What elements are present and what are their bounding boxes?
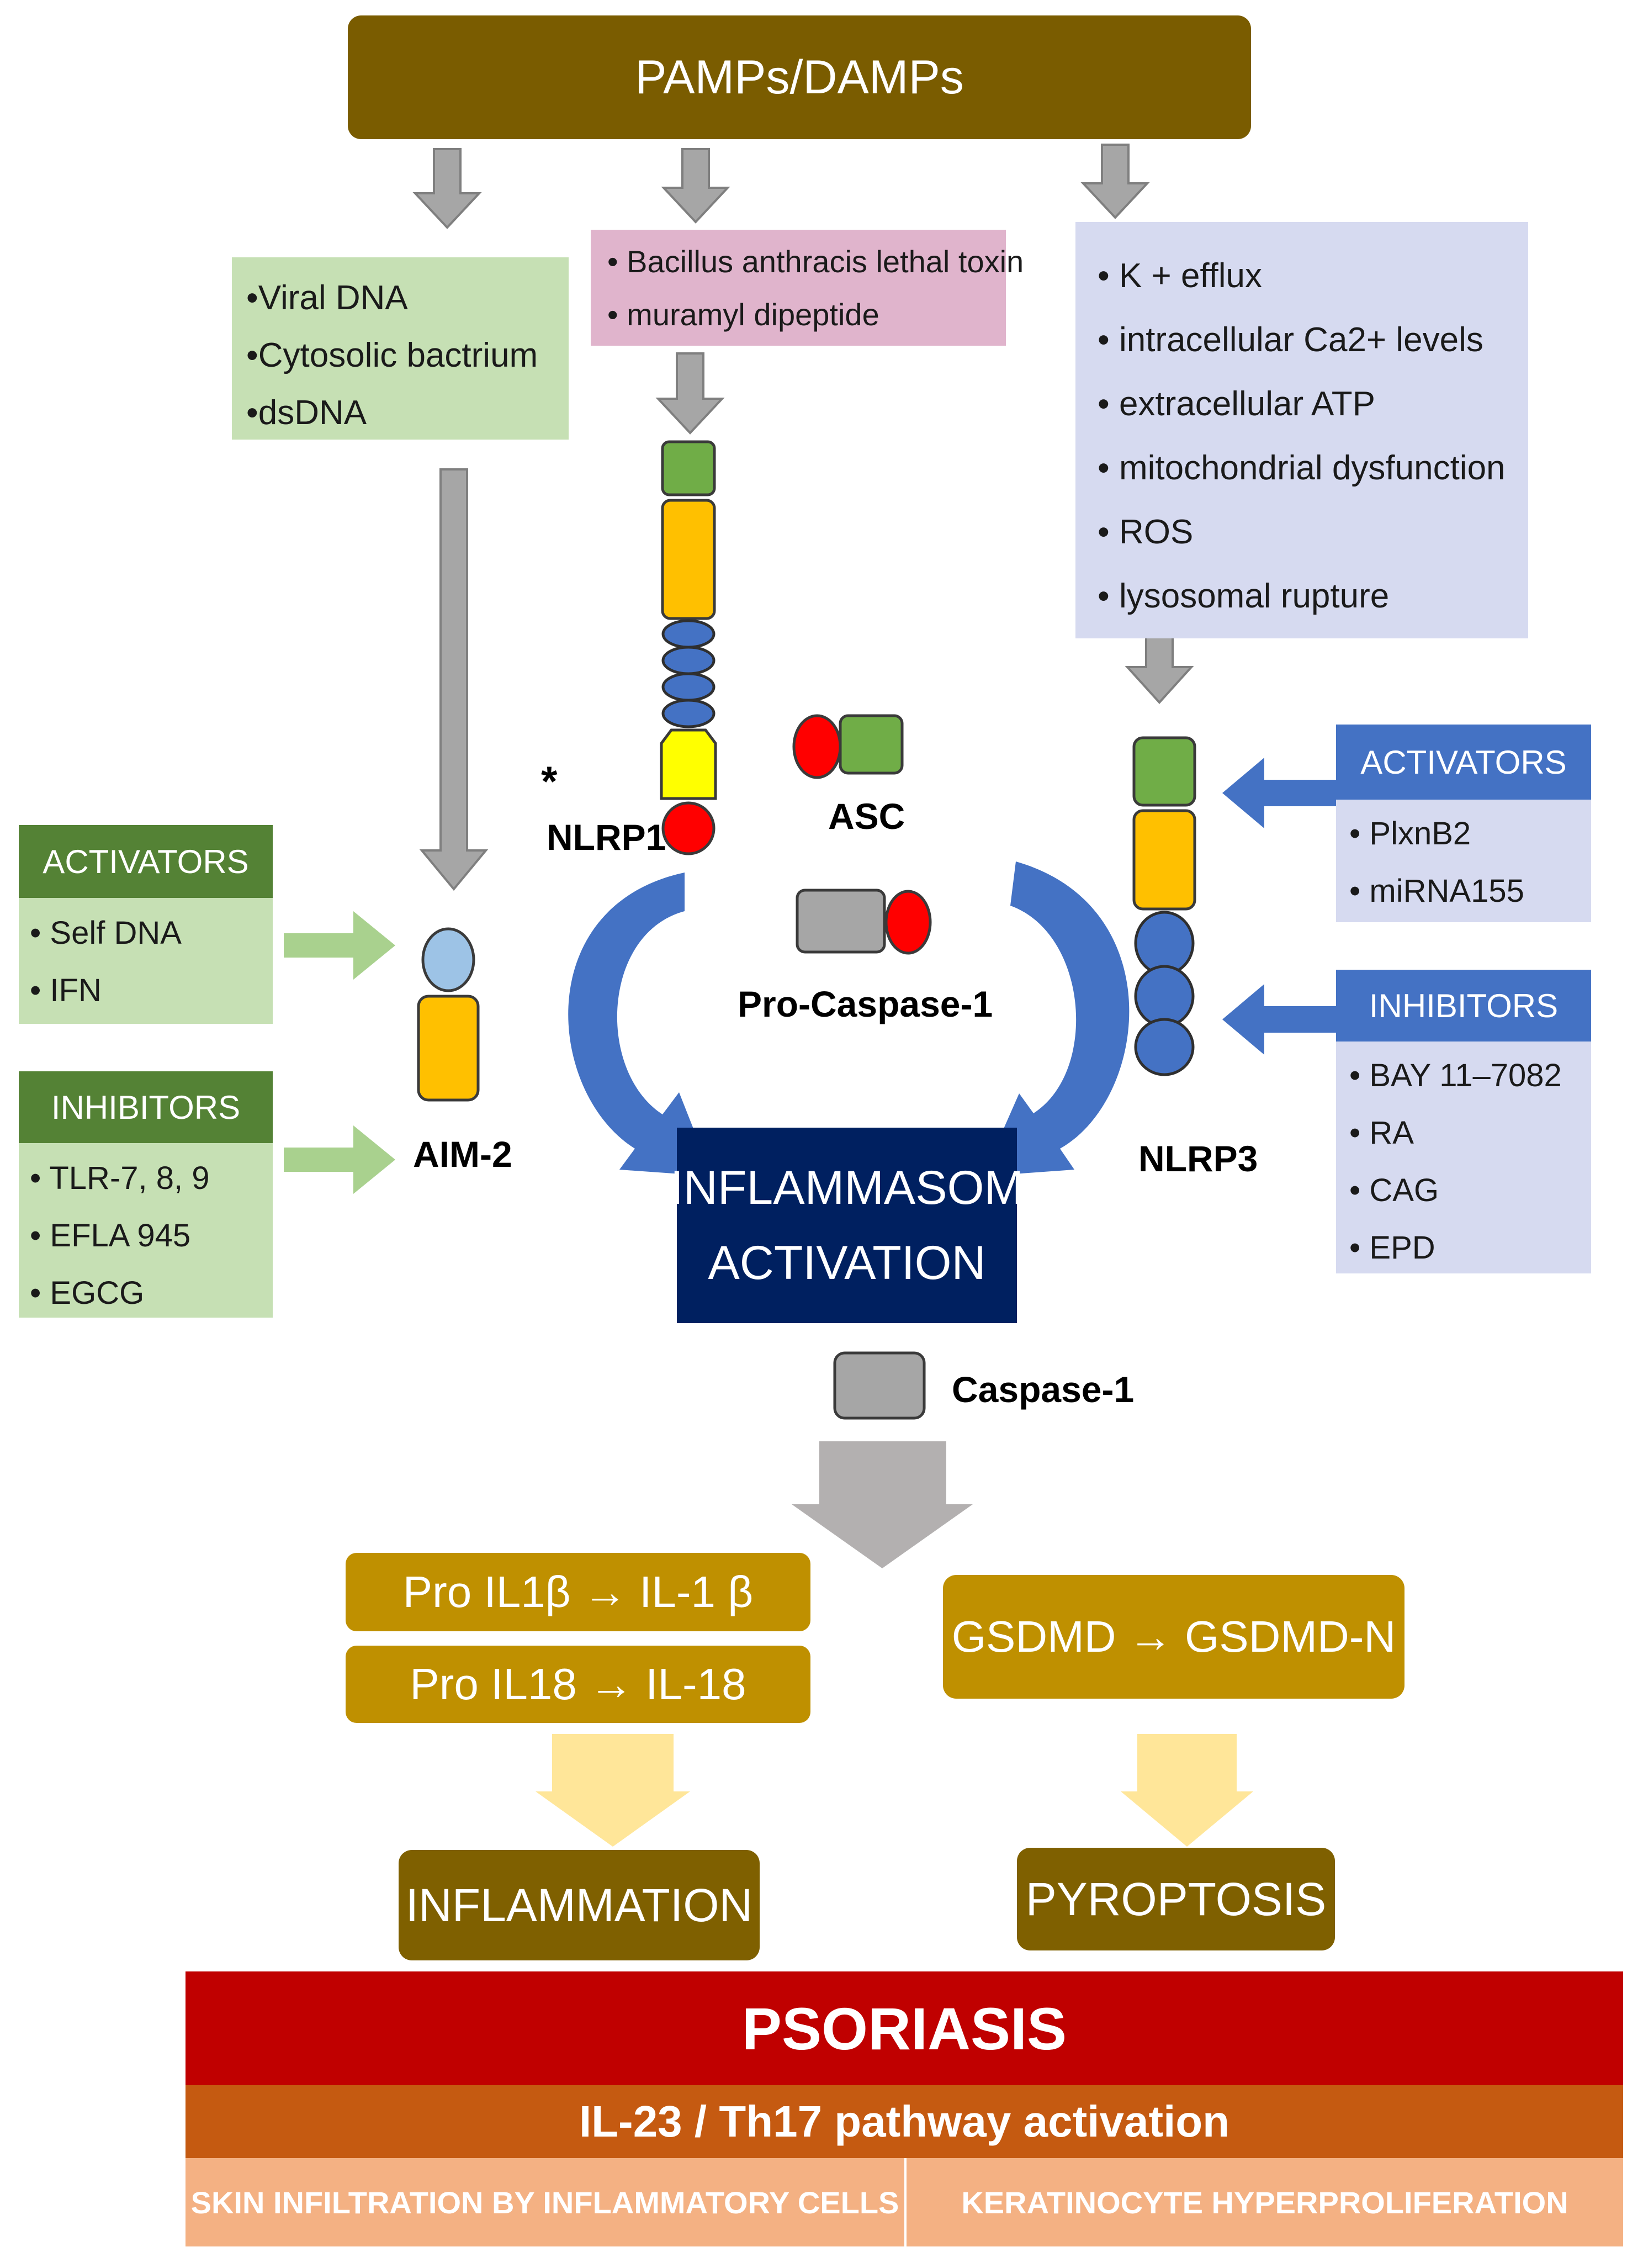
left-inhibitor-item: • EFLA 945 [30,1218,191,1254]
left-activators-body: • Self DNA • IFN [19,898,273,1024]
arrow-pamps-to-nlrp3 [1080,144,1150,219]
inflammasome-line1: INFLAMMASOM [670,1161,1024,1214]
caspase-structure [833,1351,926,1420]
caspase-label: Caspase-1 [952,1369,1135,1410]
right-activator-item: • PlxnB2 [1349,816,1471,852]
right-activators-header: ACTIVATORS [1336,725,1591,800]
right-inhibitors-header: INHIBITORS [1336,970,1591,1042]
nlrp1-trigger-item: • muramyl dipeptide [607,297,879,332]
pro-caspase-structure [796,889,932,955]
aim2-trigger-box: •Viral DNA •Cytosolic bactrium •dsDNA [232,257,569,440]
nlrp1-structure [660,440,717,855]
nlrp3-label: NLRP3 [1138,1138,1258,1179]
nlrp3-trigger-list: • K + efflux • intracellular Ca2+ levels… [1098,244,1506,628]
pro-caspase-label: Pro-Caspase-1 [738,984,993,1024]
big-down-arrow [792,1441,973,1568]
left-activator-item: • IFN [30,972,102,1008]
psoriasis-pathway-bar: IL-23 / Th17 pathway activation [186,2085,1623,2158]
nlrp1-trigger-item: • Bacillus anthracis lethal toxin [607,244,1024,279]
il1b-box: Pro IL1β → IL-1 β [346,1553,810,1631]
right-activators-body: • PlxnB2 • miRNA155 [1336,800,1591,922]
aim2-structure [417,927,480,1102]
right-inhibitors-list: • BAY 11–7082 • RA • CAG • EPD [1349,1047,1562,1277]
nlrp3-structure [1132,736,1196,1076]
arrow-pamps-to-nlrp1 [661,148,730,224]
asc-label: ASC [828,796,905,837]
arrow-triggers-to-nlrp1 [655,352,725,435]
arrow-right-activators [1222,758,1338,828]
nlrp3-trigger-item: • intracellular Ca2+ levels [1098,321,1483,359]
right-inhibitor-item: • EPD [1349,1230,1435,1266]
nlrp3-trigger-item: • K + efflux [1098,257,1263,295]
pyroptosis-box: PYROPTOSIS [1017,1848,1335,1950]
aim2-trigger-item: •dsDNA [246,394,367,432]
left-inhibitor-item: • EGCG [30,1275,145,1311]
asc-structure [792,714,904,779]
inflammasome-activation-box: INFLAMMASOM ACTIVATION [670,1128,1024,1323]
nlrp3-trigger-item: • mitochondrial dysfunction [1098,449,1506,487]
right-inhibitor-item: • CAG [1349,1172,1439,1208]
nlrp1-trigger-list: • Bacillus anthracis lethal toxin • mura… [607,235,1024,341]
right-inhibitor-item: • BAY 11–7082 [1349,1058,1562,1093]
arrow-pamps-to-aim2 [412,148,482,229]
nlrp3-trigger-box: • K + efflux • intracellular Ca2+ levels… [1075,222,1528,638]
curved-arrow-right [983,861,1130,1176]
left-inhibitors-list: • TLR-7, 8, 9 • EFLA 945 • EGCG [30,1150,210,1322]
arrow-right-inhibitors [1222,984,1338,1055]
nlrp3-trigger-item: • ROS [1098,513,1194,551]
right-activator-item: • miRNA155 [1349,873,1524,909]
right-inhibitor-item: • RA [1349,1115,1414,1151]
pamps-damps-box: PAMPs/DAMPs [348,15,1251,139]
arrow-to-pyroptosis [1121,1734,1253,1847]
gsdmd-box: GSDMD → GSDMD-N [943,1575,1404,1699]
left-inhibitors-body: • TLR-7, 8, 9 • EFLA 945 • EGCG [19,1143,273,1318]
right-inhibitors-body: • BAY 11–7082 • RA • CAG • EPD [1336,1042,1591,1273]
nlrp3-trigger-item: • extracellular ATP [1098,385,1375,423]
arrow-left-inhibitors [284,1125,395,1194]
left-activator-item: • Self DNA [30,915,182,951]
psoriasis-title-bar: PSORIASIS [186,1971,1623,2085]
nlrp1-label: NLRP1 [547,817,666,858]
il18-box: Pro IL18 → IL-18 [346,1646,810,1723]
curved-arrow-left [568,873,712,1176]
left-inhibitor-item: • TLR-7, 8, 9 [30,1160,210,1196]
aim2-trigger-item: •Viral DNA [246,279,408,317]
nlrp1-asterisk: * [541,758,558,805]
psoriasis-skin-infiltration: SKIN INFILTRATION BY INFLAMMATORY CELLS [186,2158,904,2246]
aim2-label: AIM-2 [413,1134,512,1175]
nlrp3-trigger-item: • lysosomal rupture [1098,577,1390,615]
left-activators-header: ACTIVATORS [19,825,273,898]
left-activators-list: • Self DNA • IFN [30,905,182,1019]
nlrp1-trigger-box: • Bacillus anthracis lethal toxin • mura… [591,230,1024,346]
aim2-trigger-item: •Cytosolic bactrium [246,336,538,374]
left-inhibitors-header: INHIBITORS [19,1071,273,1143]
arrow-left-activators [284,911,395,980]
pamps-damps-label: PAMPs/DAMPs [635,50,964,104]
aim2-trigger-list: •Viral DNA •Cytosolic bactrium •dsDNA [246,269,538,442]
psoriasis-keratinocyte: KERATINOCYTE HYPERPROLIFERATION [907,2158,1623,2246]
right-activators-list: • PlxnB2 • miRNA155 [1349,805,1524,920]
arrow-to-inflammation [536,1734,690,1847]
inflammation-box: INFLAMMATION [399,1850,760,1960]
inflammasome-line2: ACTIVATION [708,1236,986,1289]
arrow-triggers-to-aim2 [419,468,489,891]
